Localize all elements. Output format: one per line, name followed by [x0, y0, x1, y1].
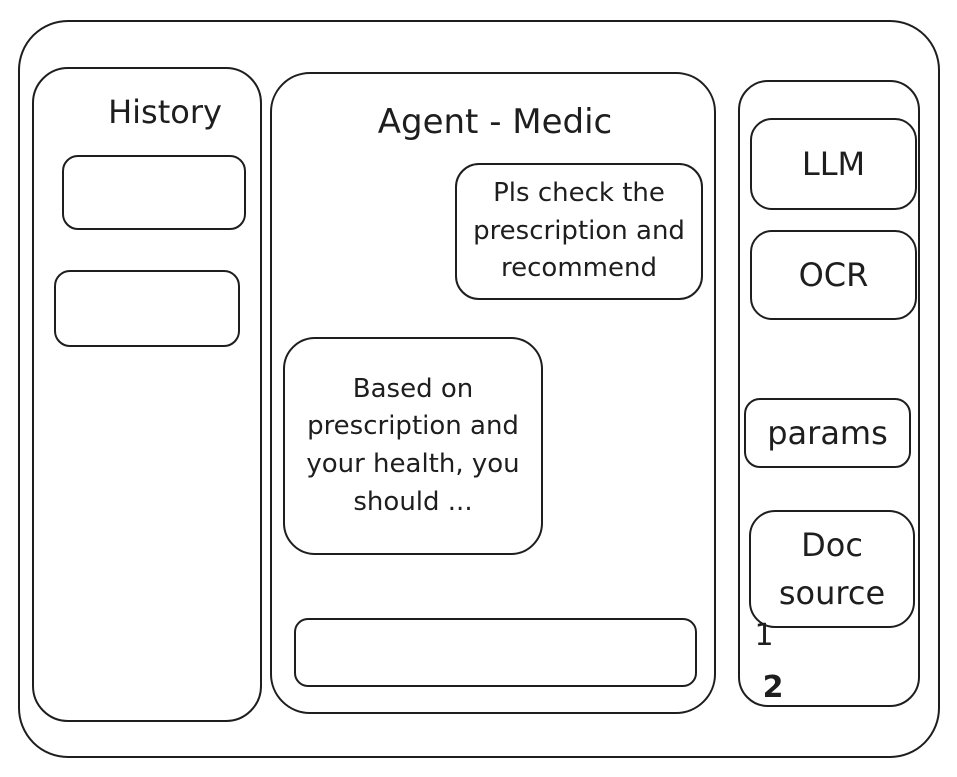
history-item[interactable] — [54, 270, 240, 347]
doc-source-item[interactable]: 2 — [762, 670, 784, 705]
ocr-button[interactable]: OCR — [750, 230, 917, 320]
doc-source-button[interactable]: Doc source — [749, 510, 915, 628]
chat-title: Agent - Medic — [377, 102, 613, 142]
user-message-bubble: Pls check the prescription and recommend — [455, 163, 703, 300]
doc-source-item[interactable]: 1 — [754, 618, 774, 653]
history-title: History — [108, 93, 222, 131]
params-button[interactable]: params — [744, 398, 911, 468]
llm-button[interactable]: LLM — [750, 118, 917, 210]
agent-message-bubble: Based on prescription and your health, y… — [283, 337, 543, 555]
chat-input[interactable] — [294, 618, 697, 687]
history-item[interactable] — [62, 155, 246, 230]
